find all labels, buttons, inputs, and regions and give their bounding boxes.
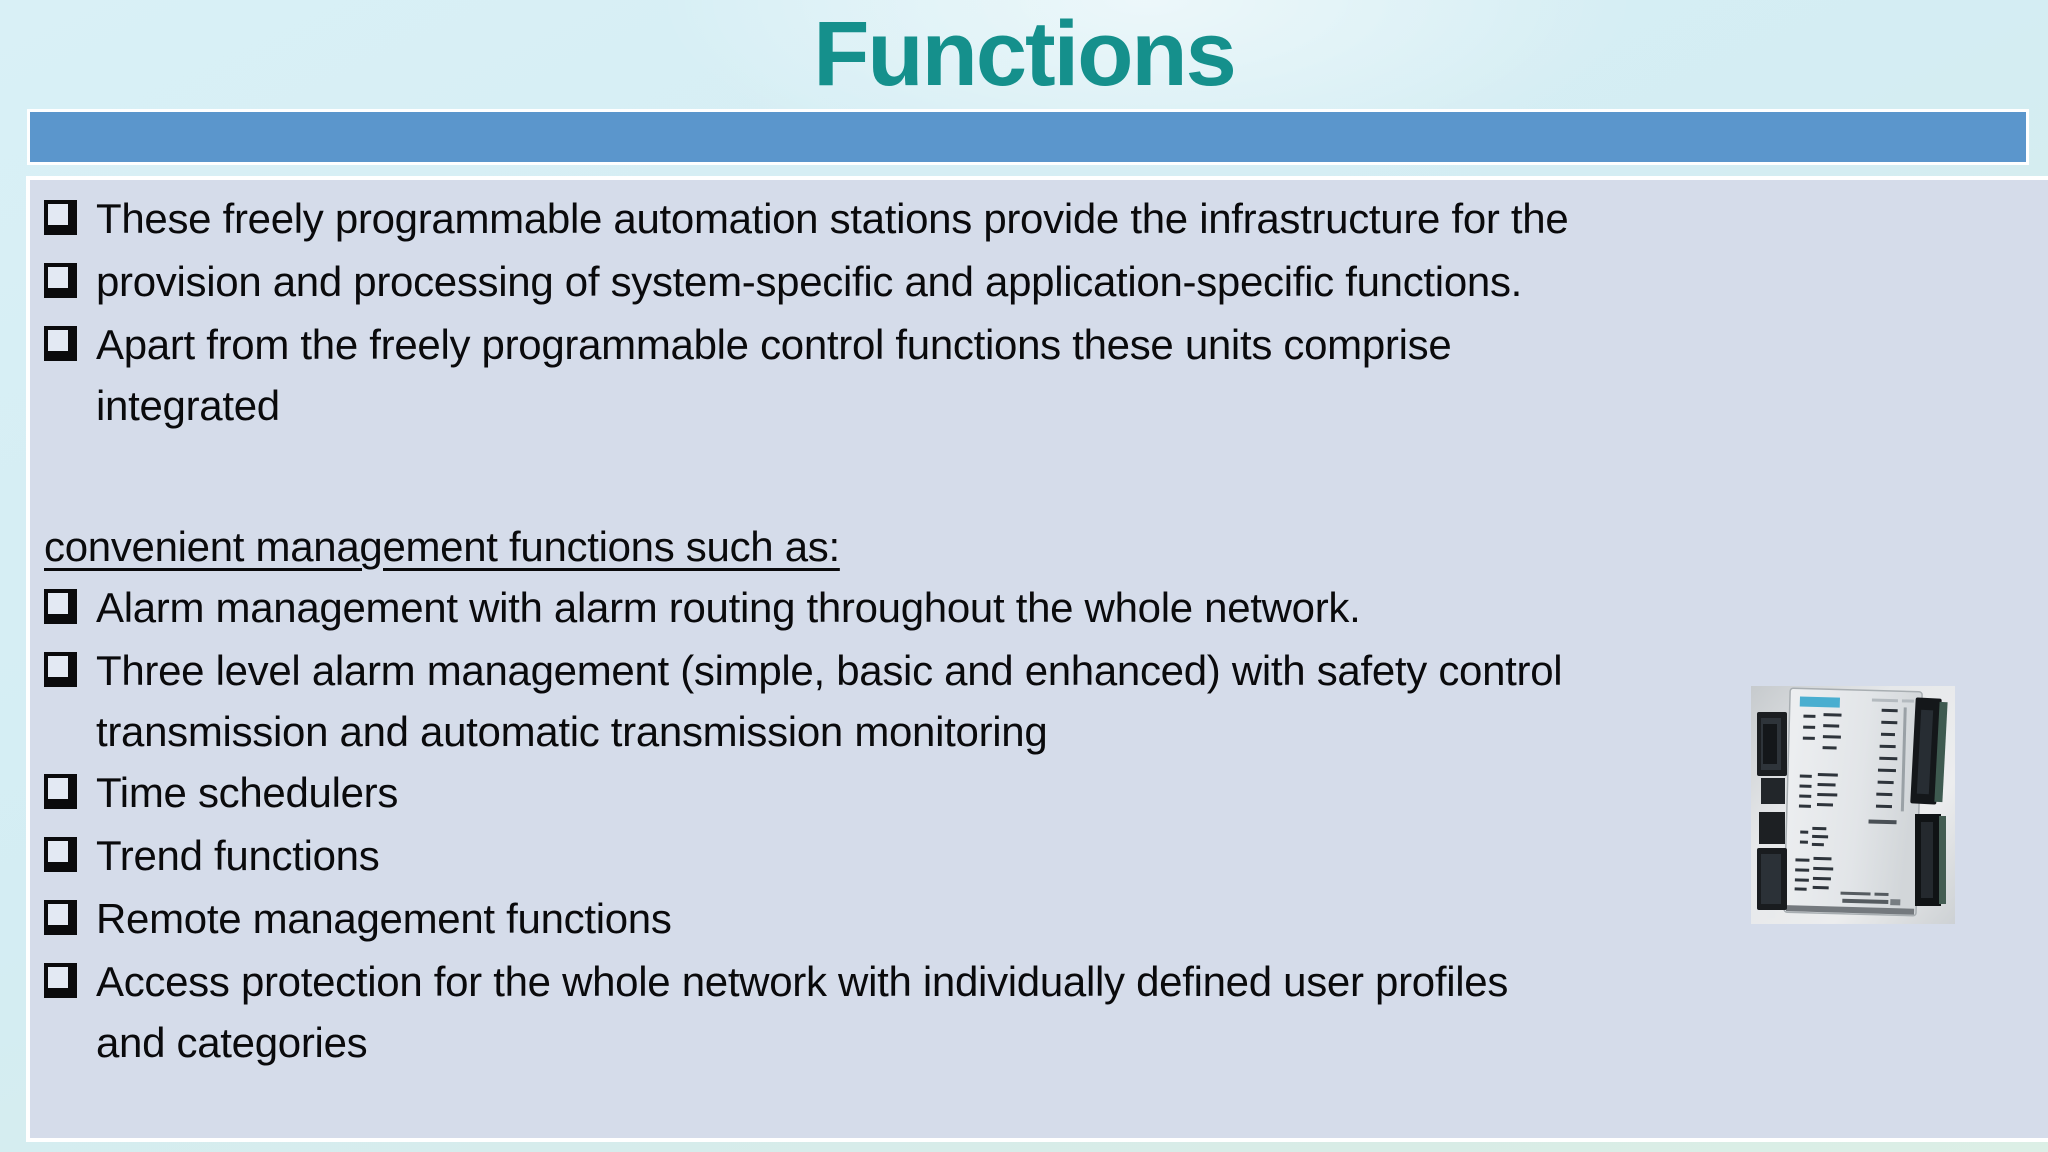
text-block: These freely programmable automation sta… <box>96 188 2038 249</box>
header-bar <box>27 109 2029 165</box>
checkbox-bullet-icon <box>44 837 77 872</box>
text-block: Alarm management with alarm routing thro… <box>96 577 2038 638</box>
bullet-cell <box>44 188 96 251</box>
text-line: and categories <box>96 1019 368 1066</box>
bullet-cell <box>44 577 96 640</box>
bottom-labels <box>1840 891 1901 906</box>
checkbox-bullet-icon <box>44 200 77 235</box>
terminal-labels <box>1794 708 1898 891</box>
list-item: Access protection for the whole network … <box>44 951 2038 1073</box>
text-block: convenient management functions such as: <box>44 516 2038 577</box>
list-item: Time schedulers <box>44 762 2038 825</box>
list-item: Remote management functions <box>44 888 2038 951</box>
text-line: Trend functions <box>96 832 380 879</box>
list-item: Three level alarm management (simple, ba… <box>44 640 2038 762</box>
text-line: transmission and automatic transmission … <box>96 708 1048 755</box>
content-box: These freely programmable automation sta… <box>26 176 2048 1142</box>
text-block: provision and processing of system-speci… <box>96 251 2038 312</box>
bullet-cell <box>44 888 96 951</box>
text-line: Access protection for the whole network … <box>96 958 1509 1005</box>
page-title: Functions <box>813 3 1237 105</box>
bullet-cell <box>44 314 96 377</box>
checkbox-bullet-icon <box>44 263 77 298</box>
device-body <box>1783 687 1923 917</box>
checkbox-bullet-icon <box>44 589 77 624</box>
checkbox-bullet-icon <box>44 774 77 809</box>
text-line: Three level alarm management (simple, ba… <box>96 647 1563 694</box>
checkbox-bullet-icon <box>44 652 77 687</box>
text-block: Trend functions <box>96 825 2038 886</box>
text-block: Remote management functions <box>96 888 2038 949</box>
text-line: These freely programmable automation sta… <box>96 195 1569 242</box>
text-line: Remote management functions <box>96 895 672 942</box>
bullet-cell <box>44 251 96 314</box>
list-item: These freely programmable automation sta… <box>44 188 2038 251</box>
text-line: Time schedulers <box>96 769 399 816</box>
checkbox-bullet-icon <box>44 326 77 361</box>
bullet-cell <box>44 640 96 703</box>
automation-station-photo <box>1751 686 1955 924</box>
checkbox-bullet-icon <box>44 963 77 998</box>
model-label <box>1868 819 1897 825</box>
bullet-cell <box>44 825 96 888</box>
list-item: Trend functions <box>44 825 2038 888</box>
text-block: Apart from the freely programmable contr… <box>96 314 2038 436</box>
text-line: Apart from the freely programmable contr… <box>96 321 1452 368</box>
text-line: provision and processing of system-speci… <box>96 258 1523 305</box>
right-connectors <box>1910 697 1948 906</box>
bullet-cell <box>44 951 96 1014</box>
left-connectors <box>1757 712 1787 918</box>
text-line: integrated <box>96 382 280 429</box>
text-line: convenient management functions such as: <box>44 523 840 570</box>
bullet-list: These freely programmable automation sta… <box>44 188 2038 1073</box>
checkbox-bullet-icon <box>44 900 77 935</box>
list-item: Apart from the freely programmable contr… <box>44 314 2038 436</box>
blank-line <box>44 436 2038 516</box>
text-line: Alarm management with alarm routing thro… <box>96 584 1361 631</box>
text-block: Time schedulers <box>96 762 2038 823</box>
list-item: provision and processing of system-speci… <box>44 251 2038 314</box>
bullet-cell <box>44 762 96 825</box>
list-item: Alarm management with alarm routing thro… <box>44 577 2038 640</box>
text-block: Three level alarm management (simple, ba… <box>96 640 2038 762</box>
brand-logo-mark <box>1799 696 1840 708</box>
controller-photo-graphic <box>1751 686 1955 924</box>
text-block: Access protection for the whole network … <box>96 951 2038 1073</box>
list-heading: convenient management functions such as: <box>44 516 2038 577</box>
